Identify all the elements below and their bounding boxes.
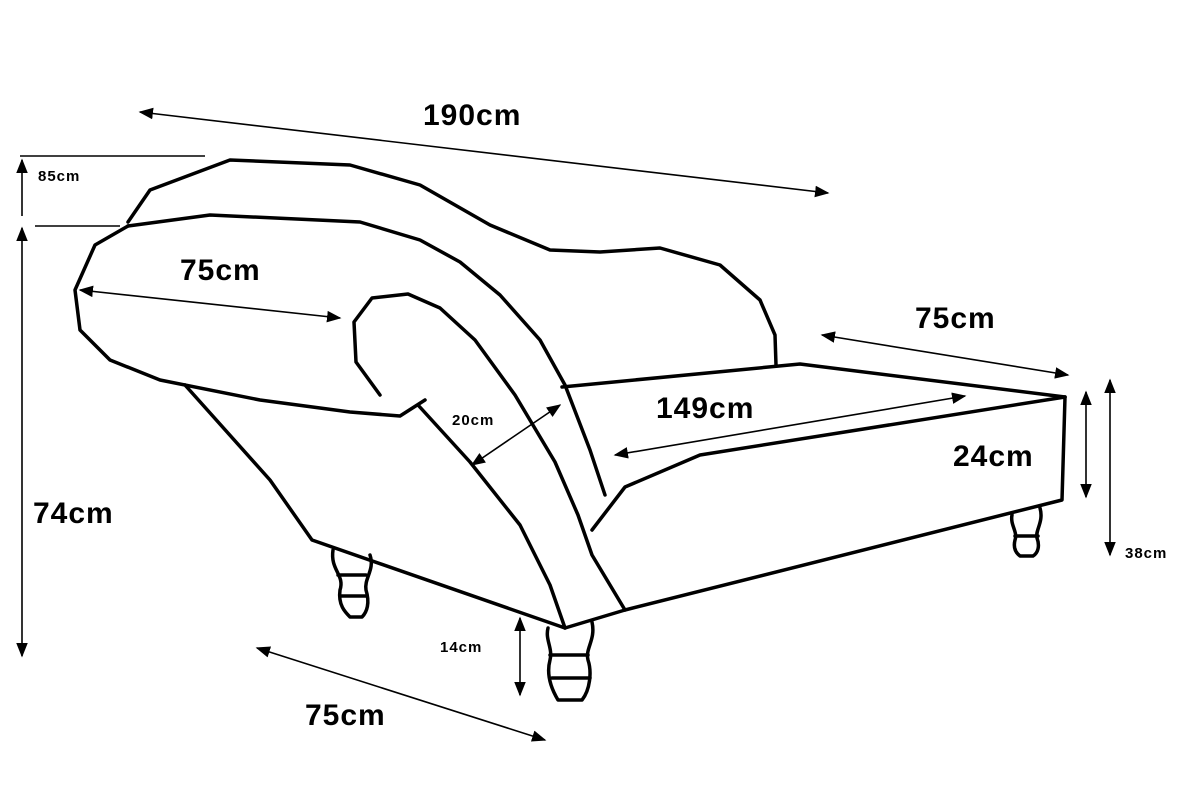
arm-underside xyxy=(183,383,567,630)
label-height: 74cm xyxy=(33,497,114,530)
sofa-outline xyxy=(73,158,1067,702)
leg-right xyxy=(1009,506,1043,558)
label-seat-depth: 75cm xyxy=(915,302,996,335)
backrest-inner xyxy=(126,213,607,497)
label-seat-height: 38cm xyxy=(1125,545,1168,562)
leg-back-left xyxy=(330,548,373,619)
seat-top xyxy=(560,362,1067,399)
arm-roll xyxy=(73,224,427,418)
label-arm-depth: 75cm xyxy=(180,254,261,287)
arm-scroll-front xyxy=(352,292,627,612)
arm-front-face xyxy=(416,403,567,630)
label-arm-width: 20cm xyxy=(452,412,495,429)
label-seat-length: 149cm xyxy=(656,392,755,425)
base-side xyxy=(563,395,1067,630)
label-back-height-extra: 85cm xyxy=(38,168,81,185)
label-seat-thickness: 24cm xyxy=(953,440,1034,473)
leg-front xyxy=(545,620,595,702)
label-total-length: 190cm xyxy=(423,99,522,132)
dimension-lines xyxy=(16,107,1116,742)
label-base-depth: 75cm xyxy=(305,699,386,732)
label-leg-height: 14cm xyxy=(440,639,483,656)
